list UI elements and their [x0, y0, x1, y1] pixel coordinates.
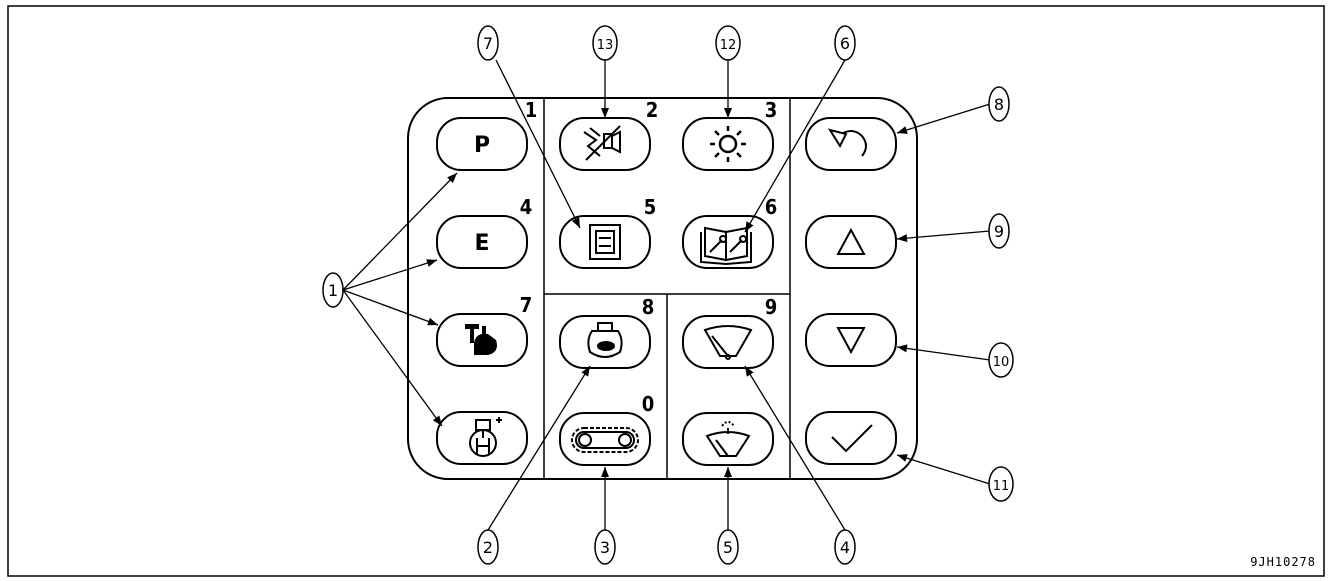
- callout-13: 13: [597, 38, 614, 53]
- left-button-p[interactable]: P 1: [436, 98, 538, 171]
- right-button-return[interactable]: [805, 117, 897, 171]
- callout-8: 8: [994, 95, 1004, 114]
- center-button-travel-speed[interactable]: 0: [559, 392, 655, 466]
- key-number: 9: [765, 295, 778, 319]
- callout-circles: [322, 25, 1014, 565]
- callout-3: 3: [600, 538, 610, 557]
- callout-10: 10: [993, 355, 1010, 370]
- key-number: 1: [525, 98, 538, 122]
- key-number: 3: [765, 98, 778, 122]
- center-button-swing-alarm[interactable]: 2: [559, 98, 659, 171]
- swing-alarm-cancel-icon: [583, 125, 621, 161]
- key-number: 7: [520, 293, 533, 317]
- callout-6: 6: [840, 34, 850, 53]
- switch-panel: [407, 97, 918, 480]
- panel-dividers: [543, 98, 791, 479]
- auto-deceleration-icon: [587, 322, 623, 358]
- callout-7: 7: [483, 34, 493, 53]
- key-number: 2: [646, 98, 659, 122]
- figure-frame: [7, 5, 1325, 577]
- p-label: P: [474, 133, 490, 158]
- left-button-e[interactable]: E 4: [436, 195, 533, 269]
- up-triangle-icon: [836, 227, 866, 255]
- center-button-washer[interactable]: [682, 412, 774, 466]
- wiper-icon: [703, 325, 753, 360]
- callout-4: 4: [840, 538, 850, 557]
- key-number: 8: [642, 295, 655, 319]
- right-button-down[interactable]: [805, 313, 897, 367]
- center-button-auto-decel[interactable]: 8: [559, 295, 655, 369]
- attachment-mode-icon: [469, 417, 502, 457]
- travel-speed-icon: [571, 427, 639, 453]
- left-button-heavy-lift[interactable]: 7: [436, 293, 533, 367]
- callout-12: 12: [720, 38, 737, 53]
- callout-1: 1: [328, 281, 338, 300]
- key-number: 0: [642, 392, 655, 416]
- e-label: E: [474, 231, 489, 256]
- callout-11: 11: [993, 479, 1010, 494]
- center-button-display-select[interactable]: 5: [559, 195, 657, 269]
- callout-5: 5: [723, 538, 733, 557]
- window-washer-icon: [705, 421, 751, 457]
- right-button-up[interactable]: [805, 215, 897, 269]
- right-button-check[interactable]: [805, 411, 897, 465]
- down-triangle-icon: [836, 327, 866, 355]
- maintenance-manual-icon: [700, 226, 752, 266]
- center-button-brightness[interactable]: 3: [682, 98, 778, 171]
- key-number: 6: [765, 195, 778, 219]
- callout-labels: 1 7 13 12 6 8 9 10 11 2 3 5 4: [328, 34, 1009, 557]
- left-button-attachment[interactable]: [436, 411, 528, 465]
- checkmark-icon: [831, 424, 873, 453]
- display-select-icon: [589, 224, 621, 260]
- center-button-maintenance[interactable]: 6: [682, 195, 778, 269]
- center-button-wiper[interactable]: 9: [682, 295, 778, 369]
- callout-2: 2: [483, 538, 493, 557]
- callout-9: 9: [994, 222, 1004, 241]
- return-icon: [827, 128, 867, 157]
- key-number: 4: [520, 195, 533, 219]
- heavy-lift-icon: [465, 324, 497, 355]
- key-number: 5: [644, 195, 657, 219]
- brightness-icon: [710, 126, 746, 162]
- figure-code: 9JH10278: [1250, 555, 1316, 569]
- leader-lines: [342, 59, 991, 531]
